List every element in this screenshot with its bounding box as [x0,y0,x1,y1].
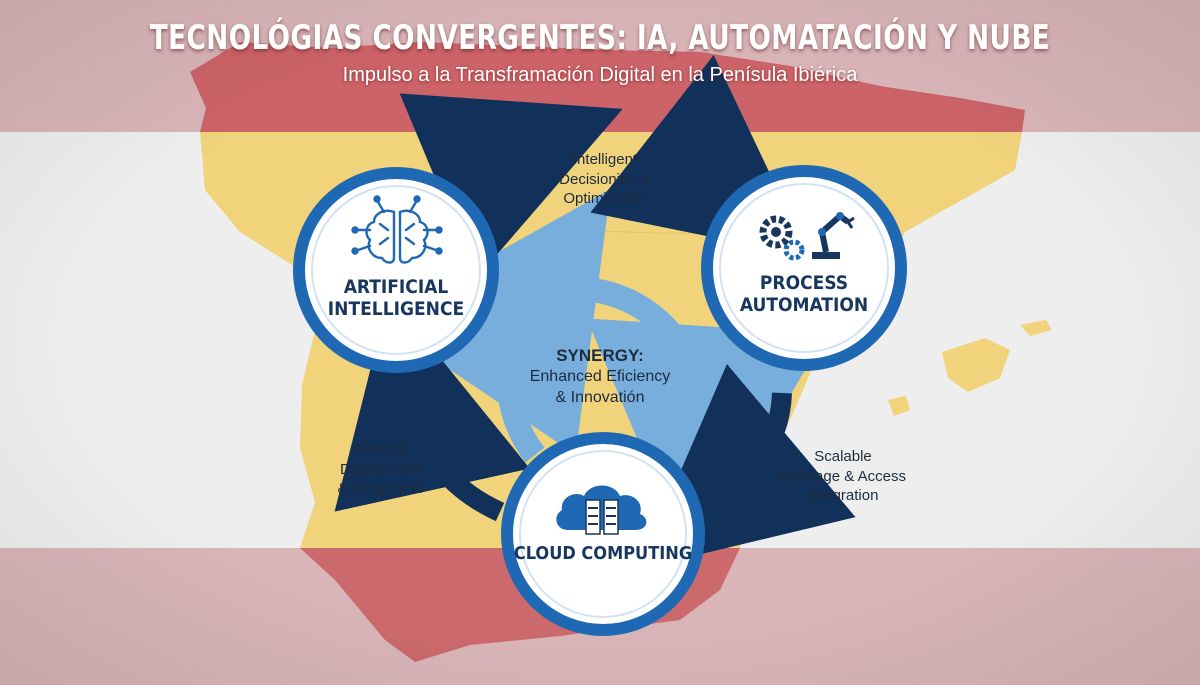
flow-label-line: Scalable [814,448,872,465]
synergy-line1: Enhanced Eficiency [529,368,671,386]
flow-label-line: Integration [807,487,879,504]
flow-label-line: Intelligent [572,151,638,168]
node-ai-label: ARTIFICIAL INTELLIGENCE [306,276,486,321]
node-automation-label-line1: PROCESS [759,272,849,294]
node-automation-label-line2: AUTOMATION [739,294,869,317]
flow-label-line: & Integration [337,480,423,497]
node-ai-label-line1: ARTIFICIAL [343,276,449,298]
node-automation-label: PROCESS AUTOMATION [714,272,894,317]
node-automation [701,165,907,371]
flow-label-cloud-to-ai: Platform Deployment & Integration [310,440,450,499]
node-ai-label-line2: INTELLIGENCE [327,298,465,321]
flow-label-line: Platform [352,441,408,458]
page-subtitle: Impulso a la Transframación Digital en l… [342,64,858,86]
flow-label-automation-to-cloud: Scalable Infrorage & Access Integration [758,447,928,506]
cloud-server-icon [556,485,647,535]
node-cloud-label-line1: CLOUD COMPUTING [513,543,693,564]
arrow-cloud-to-ai [334,294,530,522]
synergy-heading: SYNERGY: [556,346,644,365]
flow-label-ai-to-automation: Intelligent Decisioning & Optimization [515,150,695,209]
gears-robot-arm-icon [759,212,855,261]
arrow-ai-to-automation-b [590,54,810,257]
arrow-ai-to-automation-a [399,93,623,279]
node-cloud [501,432,705,636]
flow-label-line: Infrorage & Access [780,467,906,485]
flow-label-line: Deployment [339,460,421,478]
synergy-center-label: SYNERGY: Enhanced Eficiency & Innovatión [510,345,690,409]
flow-label-line: Optimization [563,190,647,207]
synergy-line2: & Innovatión [555,388,645,406]
node-ai [293,167,499,373]
brain-circuit-icon [351,195,443,264]
flow-label-line: Decisioning & [559,170,651,188]
node-cloud-label: CLOUD COMPUTING [513,543,693,564]
arrow-automation-to-cloud [638,363,856,570]
page-title: TECNOLÓGIAS CONVERGENTES: IA, AUTOMATACI… [149,18,1051,58]
